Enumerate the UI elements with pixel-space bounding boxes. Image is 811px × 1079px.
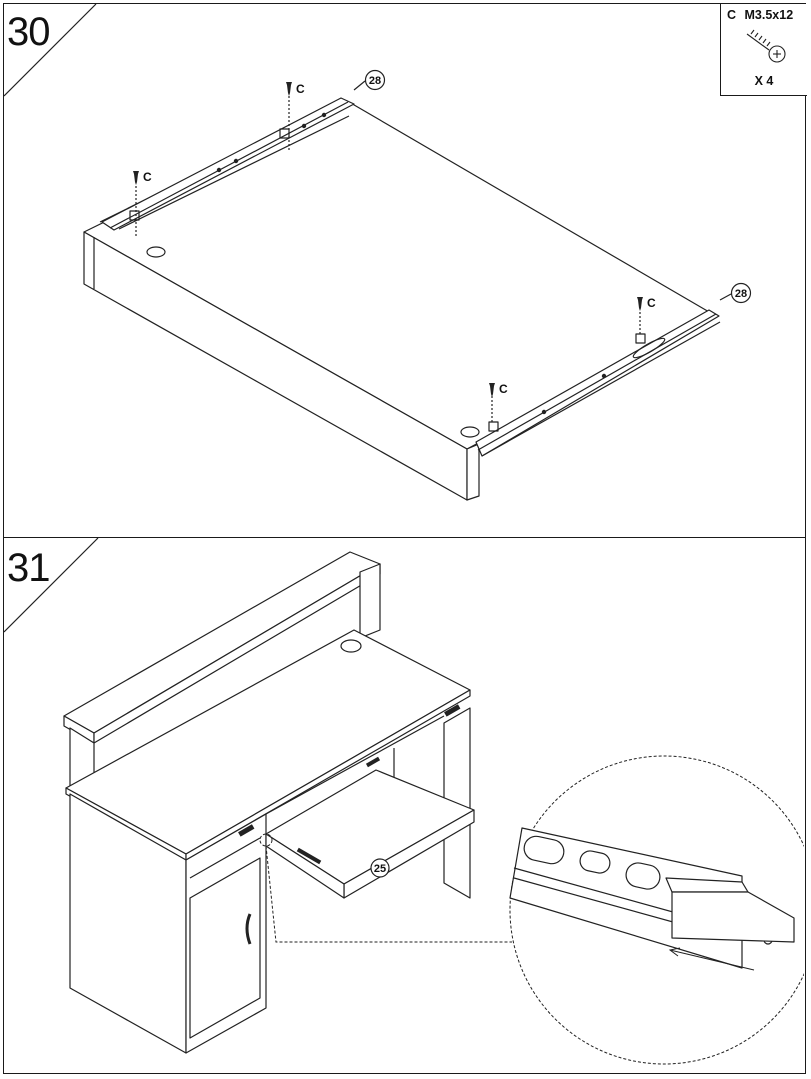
slide-rail-icon [365, 756, 381, 768]
step-corner-divider [4, 4, 97, 97]
slide-rail-icon [444, 704, 461, 717]
instruction-sheet: 30 [3, 3, 807, 1074]
screw-icon [286, 82, 292, 96]
part-callout-circle [370, 858, 390, 878]
detail-marker [259, 833, 273, 847]
direction-arrow [669, 949, 755, 971]
hardware-box: C M3.5x12 X 4 [720, 4, 807, 96]
detail-leader [265, 845, 512, 943]
screw-icon [746, 29, 786, 63]
step-number: 30 [7, 10, 50, 54]
step-number: 31 [7, 546, 50, 590]
rail-detail [509, 827, 795, 969]
screw-label: C [499, 382, 508, 396]
door-handle-icon [245, 913, 252, 945]
hardware-code: C M3.5x12 [727, 8, 793, 22]
screw-icons [133, 82, 643, 397]
cabinet-door [189, 857, 261, 1039]
step-31-panel: 31 [4, 538, 805, 1073]
part-callout-circle [730, 282, 752, 304]
step-31-drawing: 25 [4, 538, 804, 1065]
desk-top [65, 629, 471, 861]
screw-label: C [143, 170, 152, 184]
slide-rail-right [475, 309, 721, 457]
rail-part-number: 28 [369, 75, 381, 87]
screw-icon [133, 171, 139, 185]
hardware-letter: C [727, 8, 737, 22]
slide-rail-icon [296, 847, 322, 865]
left-pedestal [69, 793, 267, 1054]
slide-rail-icon [238, 824, 255, 837]
step-30-panel: 30 [4, 4, 807, 538]
rail-part-number: 28 [735, 288, 747, 300]
hole-right [460, 426, 480, 438]
slide-rail-left [101, 97, 355, 231]
arrow-head-icon [668, 947, 681, 957]
grommet-hole [340, 639, 362, 653]
part-callout-circle [364, 69, 386, 91]
screw-icon [637, 297, 643, 311]
detail-magnifier [509, 755, 804, 1065]
step-30-drawing: C C C C 28 28 [4, 4, 752, 501]
hardware-quantity: X 4 [754, 74, 774, 88]
tray-part-number: 25 [374, 863, 386, 875]
hole-left [146, 246, 166, 258]
screw-label: C [647, 296, 656, 310]
screw-label: C [296, 82, 305, 96]
tray-panel [83, 101, 717, 450]
step-corner-divider [4, 538, 99, 633]
hardware-spec: M3.5x12 [744, 8, 794, 22]
screw-icon [489, 383, 495, 397]
